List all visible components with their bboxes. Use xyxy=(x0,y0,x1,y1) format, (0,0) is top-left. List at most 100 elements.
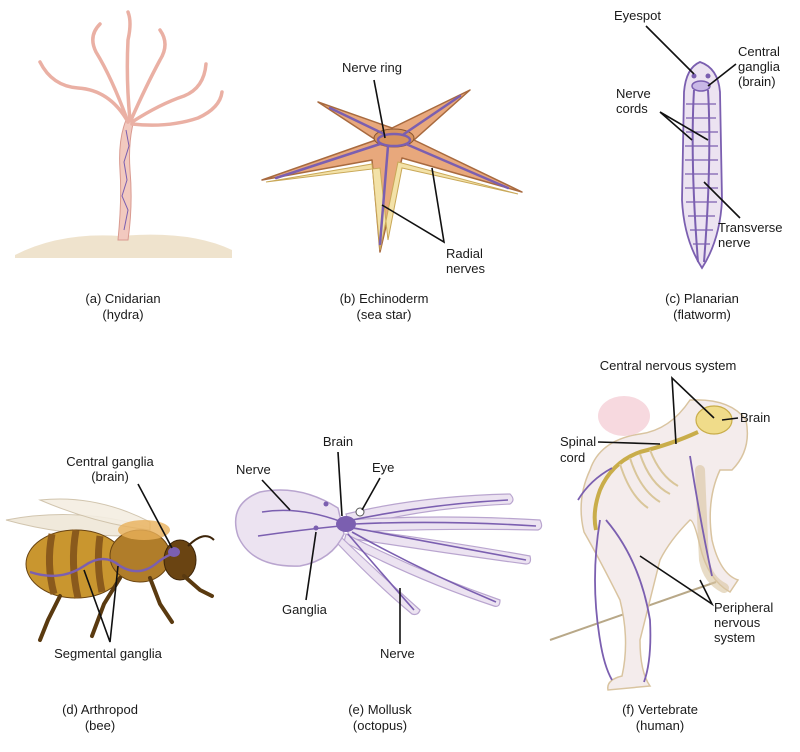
bee-ventral-nerve-cord xyxy=(29,552,173,578)
nerve-cord-right xyxy=(703,89,711,263)
octopus-nerve xyxy=(351,499,509,521)
nerve-ring xyxy=(376,132,412,148)
leader-spinal-cord xyxy=(597,441,661,445)
caption-cnidarian-line2: (hydra) xyxy=(102,307,143,322)
rib xyxy=(649,449,679,487)
octopus-arm xyxy=(347,516,543,533)
label-human-brain: Brain xyxy=(740,410,770,425)
panel-planarian: Eyespot Central ganglia (brain) Nerve co… xyxy=(614,8,783,322)
human-skeleton-illustration xyxy=(549,396,749,691)
octopus-ganglion xyxy=(313,525,319,531)
label-nerve-cords-line2: cords xyxy=(616,101,648,116)
bee-leg xyxy=(90,576,122,638)
flatworm-illustration xyxy=(681,61,723,270)
octopus-nerve xyxy=(261,509,343,523)
label-octopus-eye: Eye xyxy=(372,460,394,475)
caption-arthropod-line2: (bee) xyxy=(85,718,115,733)
octopus-nerve xyxy=(353,527,527,561)
label-bee-central-ganglia-line1: Central ganglia xyxy=(66,454,154,469)
caption-planarian-line2: (flatworm) xyxy=(673,307,731,322)
spinal-cord xyxy=(592,430,699,531)
sea-star-body xyxy=(261,89,523,253)
leader-segmental-ganglia xyxy=(83,565,119,643)
flatworm-body xyxy=(681,61,723,270)
leader-octopus-ganglia xyxy=(305,531,317,601)
label-bee-central-ganglia-line2: (brain) xyxy=(91,469,129,484)
hydra-illustration xyxy=(15,10,232,258)
label-eyespot: Eyespot xyxy=(614,8,661,23)
caption-echinoderm-line1: (b) Echinoderm xyxy=(340,291,429,306)
caption-mollusk-line1: (e) Mollusk xyxy=(348,702,412,717)
panel-cnidarian: (a) Cnidarian (hydra) xyxy=(15,10,232,322)
label-peripheral-nervous-system-line1: Peripheral xyxy=(714,600,773,615)
leader-nerve-cords xyxy=(659,111,709,141)
leader-central-ganglia xyxy=(707,63,737,87)
nerve-cord-left xyxy=(691,89,699,263)
label-radial-nerves-line1: Radial xyxy=(446,246,483,261)
peripheral-nerve xyxy=(605,519,652,683)
label-central-ganglia-line1: Central xyxy=(738,44,780,59)
bee-antenna xyxy=(187,535,215,547)
hydra-tentacle xyxy=(38,60,130,124)
panel-vertebrate: Central nervous system Brain Spinal cord… xyxy=(549,358,773,733)
peripheral-nerve xyxy=(689,455,713,577)
leader-eyespot xyxy=(645,25,695,75)
rib xyxy=(629,457,661,503)
leader-radial-nerves xyxy=(381,167,446,244)
octopus-mantle xyxy=(234,489,345,567)
caption-vertebrate-line1: (f) Vertebrate xyxy=(622,702,698,717)
rib xyxy=(619,463,649,509)
leader-bee-central-ganglia xyxy=(137,483,173,549)
hydra-tentacle xyxy=(130,90,224,127)
label-peripheral-nervous-system-line3: system xyxy=(714,630,755,645)
label-spinal-cord-line2: cord xyxy=(560,450,585,465)
octopus-ganglion xyxy=(323,501,329,507)
panel-arthropod: Central ganglia (brain) Segmental gangli… xyxy=(5,454,215,733)
human-brain xyxy=(695,405,733,435)
label-central-ganglia-line2: ganglia xyxy=(738,59,781,74)
eyespot xyxy=(691,73,697,79)
octopus-arm xyxy=(347,527,532,565)
caption-mollusk-line2: (octopus) xyxy=(353,718,407,733)
label-transverse-nerve-line2: nerve xyxy=(718,235,751,250)
leader-octopus-nerve-upper xyxy=(261,479,291,511)
radial-nerve xyxy=(402,94,462,136)
peripheral-nerve xyxy=(577,467,613,501)
leader-octopus-brain xyxy=(337,451,343,517)
peripheral-nerve xyxy=(594,519,613,681)
panel-mollusk: Brain Nerve Eye Ganglia Nerve (e) Mollus… xyxy=(234,434,543,733)
radial-nerve xyxy=(328,106,386,136)
bee-stripe xyxy=(45,533,58,595)
rib xyxy=(639,453,671,495)
bee-illustration xyxy=(5,498,215,642)
caption-arthropod-line1: (d) Arthropod xyxy=(62,702,138,717)
bee-fuzz xyxy=(118,520,170,540)
octopus-illustration xyxy=(234,489,543,616)
hydra-tentacle xyxy=(125,10,132,122)
bee-leg xyxy=(38,594,62,642)
label-nerve-ring: Nerve ring xyxy=(342,60,402,75)
caption-vertebrate-line2: (human) xyxy=(636,718,684,733)
human-arm xyxy=(695,465,729,593)
human-backpack xyxy=(598,396,650,436)
radial-nerve xyxy=(274,142,382,180)
caption-planarian-line1: (c) Planarian xyxy=(665,291,739,306)
caption-cnidarian-line1: (a) Cnidarian xyxy=(85,291,160,306)
bee-stripe xyxy=(94,535,106,593)
octopus-nerve xyxy=(347,533,415,611)
sand-ground xyxy=(15,234,232,258)
hydra-nerve-net xyxy=(121,129,130,231)
label-octopus-brain: Brain xyxy=(323,434,353,449)
leader-central-nervous-system xyxy=(671,376,715,445)
octopus-nerve xyxy=(353,521,537,527)
caption-echinoderm-line2: (sea star) xyxy=(357,307,412,322)
label-central-nervous-system: Central nervous system xyxy=(600,358,737,373)
bee-stripe xyxy=(69,529,82,599)
leader-octopus-eye xyxy=(361,477,381,511)
octopus-arm xyxy=(343,533,501,607)
radial-nerve xyxy=(378,144,390,246)
hydra-tentacle xyxy=(129,28,167,122)
central-ganglia xyxy=(691,80,711,92)
label-spinal-cord-line1: Spinal xyxy=(560,434,596,449)
